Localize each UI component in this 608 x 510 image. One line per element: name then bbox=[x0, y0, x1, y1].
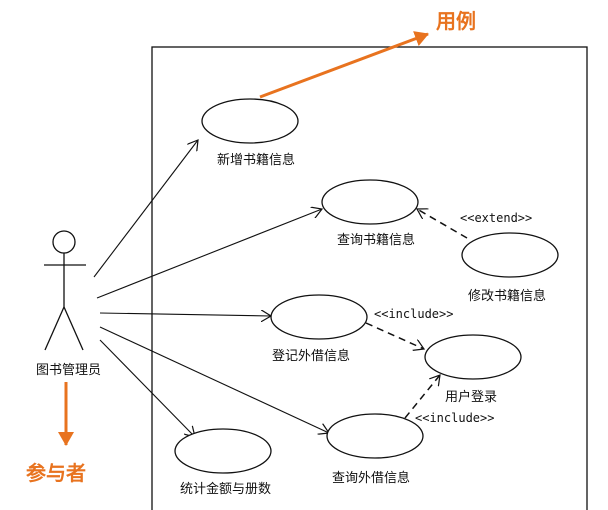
system-boundary bbox=[151, 46, 588, 510]
include-stereotype: <<include>> bbox=[374, 307, 453, 321]
actor-note: 参与者 bbox=[26, 461, 86, 485]
use-case-add-book bbox=[201, 98, 299, 144]
use-case-modify-book bbox=[461, 232, 559, 278]
assoc-query-book bbox=[96, 209, 322, 299]
include-stereotype: <<include>> bbox=[415, 411, 494, 425]
use-cases bbox=[174, 98, 559, 474]
use-case-label: 修改书籍信息 bbox=[468, 288, 546, 304]
include-line-query-loan bbox=[404, 375, 440, 419]
use-case-note: 用例 bbox=[436, 9, 476, 33]
use-case-label: 查询书籍信息 bbox=[337, 232, 415, 248]
dependencies bbox=[365, 209, 468, 419]
actor-label: 图书管理员 bbox=[36, 363, 101, 378]
use-case-label: 查询外借信息 bbox=[332, 470, 410, 486]
assoc-query-loan bbox=[99, 326, 329, 433]
use-case-stats bbox=[174, 428, 272, 474]
use-case-label: 新增书籍信息 bbox=[217, 152, 295, 168]
use-case-query-book bbox=[321, 179, 419, 225]
assoc-add-book bbox=[93, 140, 198, 278]
use-case-label: 统计金额与册数 bbox=[180, 481, 271, 497]
use-case-note-arrow bbox=[259, 31, 429, 99]
actor-figure bbox=[44, 230, 86, 351]
use-case-query-loan bbox=[326, 413, 424, 459]
actor-right-leg bbox=[63, 306, 84, 351]
actor-head bbox=[52, 230, 76, 254]
assoc-register-loan bbox=[99, 313, 271, 316]
include-line-register bbox=[365, 322, 424, 349]
use-case-user-login bbox=[424, 334, 522, 380]
assoc-stats bbox=[99, 339, 195, 437]
use-case-register-loan bbox=[270, 294, 368, 340]
use-case-label: 登记外借信息 bbox=[272, 348, 350, 364]
use-case-label: 用户登录 bbox=[445, 389, 497, 405]
extend-line bbox=[417, 209, 468, 239]
associations bbox=[93, 140, 329, 437]
actor-left-leg bbox=[44, 306, 65, 351]
extend-stereotype: <<extend>> bbox=[460, 211, 532, 225]
